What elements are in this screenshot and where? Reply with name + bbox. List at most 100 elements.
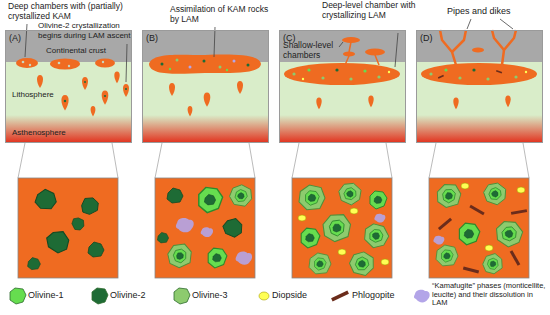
diopside [350,208,358,214]
chamber-crystals [429,68,527,80]
olivine-2 [79,195,101,217]
lam-drops [453,96,510,110]
lam-drops [316,96,373,110]
illustration-part [349,77,352,80]
deep-chamber [421,63,537,85]
legend-swatch [172,287,192,305]
callout-text: Olivine-2 crystallization begins during … [38,21,138,40]
phlogopite [463,266,479,273]
illustration-part [472,68,475,71]
illustration-part [502,30,516,65]
olivine-3 [320,211,354,244]
illustration-part [377,75,380,78]
panel-letter: (D) [420,33,433,43]
olivine-2 [167,188,183,203]
zoom-d [429,178,529,278]
legend-text: Olivine-1 [28,290,88,301]
zoom-line [429,143,436,178]
legend-text: Olivine-2 [110,290,170,301]
illustration-part [84,81,86,83]
phlogopite [438,218,452,231]
legend-swatch [8,287,28,305]
zoom-c [292,178,393,278]
zoom-b [155,178,255,278]
layer-name: Lithosphere [12,90,54,99]
diopside [517,187,525,193]
illustration-part [64,100,66,102]
swatch-shape [92,288,108,304]
illustration-part [429,72,432,75]
zoom-line [292,143,299,178]
kamafugite-phase [433,236,444,245]
illustration-part [388,71,390,73]
phlogopite [510,250,521,265]
olivine-2 [88,242,104,257]
crystal-dots [22,61,105,67]
illustration-part [486,77,489,80]
illustration-part [114,72,119,84]
kam-chamber [16,58,38,68]
leader-line [467,19,471,29]
olivine-3 [347,249,377,279]
illustration-part [438,75,444,79]
illustration-part [375,55,379,65]
shallow-chamber [343,52,355,57]
illustration-part [82,77,88,90]
illustration-part [37,75,43,88]
diopside [461,183,469,189]
swatch-shape [259,292,269,300]
illustration-part [169,83,175,96]
swatch-shape [331,291,349,302]
melt-ground [429,178,529,278]
zoom-a [18,178,118,278]
olivine-3 [435,182,463,209]
kamafugite-phase [201,227,213,237]
panel: (B) [142,30,269,143]
earth-layers [279,30,406,143]
illustration-part [368,96,373,108]
olivine-2 [34,188,58,211]
panel: (D) [416,30,543,143]
legend-text: Diopside [272,290,332,301]
olivine-3 [336,179,366,208]
olivine-3 [360,219,393,252]
callout-text: Pipes and dikes [447,6,527,17]
illustration-part [349,42,351,52]
illustration-part [316,98,321,110]
illustration-part [335,68,338,71]
legend-swatch [412,287,432,305]
olivine-1 [301,228,320,248]
illustration-part [203,60,206,63]
earth-layers [5,30,132,143]
illustration-part [123,84,129,97]
illustration-part [189,66,192,69]
illustration-part [169,68,171,70]
melt-ground [155,178,255,278]
olivine-2 [28,258,41,270]
callout-text: Deep chambers with (partially) crystalli… [8,1,140,21]
illustration-part [91,106,96,116]
kam-chamber [50,59,80,70]
kamafugite-phase [176,218,194,232]
zoom-line [155,143,162,178]
zoom-line [112,143,118,178]
kamafugite-phase [374,214,385,223]
illustration-part [68,65,70,67]
olivine-2 [220,215,246,240]
olivine-3 [309,253,331,274]
callout-text: Deep-level chamber with crystallizing LA… [322,1,422,20]
olivine-1 [459,223,479,245]
olivine-3 [228,183,255,209]
leader-line [395,33,398,67]
illustration-part [525,71,527,73]
illustration-part [61,95,68,111]
leader-lines [25,19,513,82]
swatch-shape [414,290,430,303]
olivine-2 [157,232,168,243]
illustration-part [233,60,236,63]
illustration-part [102,91,109,105]
earth-layers [416,30,543,143]
shallow-chamber [342,37,360,43]
illustration-part [440,30,456,65]
diopside [338,249,346,255]
